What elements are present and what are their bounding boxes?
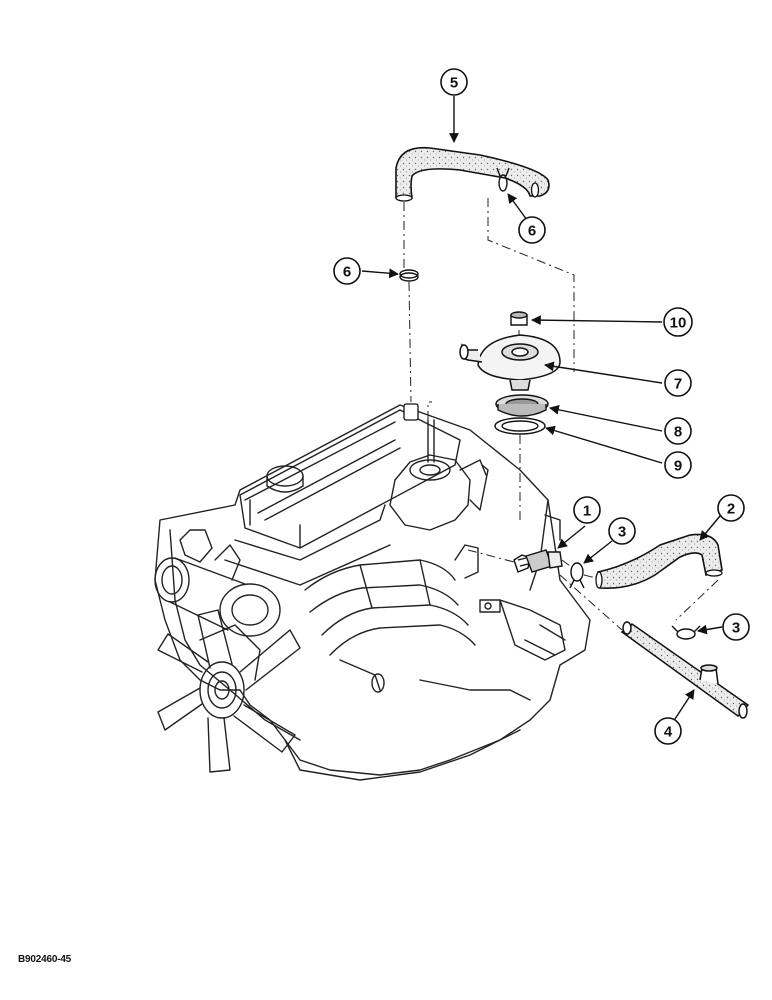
- leader-1: [557, 525, 586, 549]
- callout-3-fitting: 3: [608, 517, 636, 545]
- leader-3-tube: [697, 624, 723, 635]
- fan-blade: [197, 609, 233, 669]
- callout-1: 1: [573, 496, 601, 524]
- oil-filler-cap: [266, 465, 304, 487]
- callout-6-lower: 6: [333, 257, 361, 285]
- leader-6-lower: [361, 268, 399, 279]
- gasket: [494, 417, 546, 435]
- alternator-pulley: [219, 583, 281, 637]
- assembly-lines: [403, 198, 719, 631]
- hose-clamp-lower: [399, 269, 419, 282]
- leader-9: [545, 425, 663, 464]
- leader-lines: [361, 96, 723, 723]
- callout-9: 9: [664, 451, 692, 479]
- fan-blade: [233, 704, 296, 753]
- bypass-hose-upper: [395, 146, 550, 199]
- leader-8: [549, 404, 663, 432]
- callout-7: 7: [664, 369, 692, 397]
- leader-6-upper: [507, 193, 528, 221]
- callout-10: 10: [663, 307, 693, 337]
- callout-3-tube: 3: [722, 613, 750, 641]
- callout-3-fitting-label: 3: [618, 524, 626, 541]
- thermostat: [495, 394, 549, 417]
- thermostat-cover: [459, 334, 561, 391]
- fan-blade: [207, 717, 231, 773]
- hose-fitting: [513, 549, 563, 573]
- callout-9-label: 9: [674, 458, 682, 475]
- lower-hose-stub: [403, 403, 419, 421]
- leader-3-fitting: [583, 540, 613, 564]
- callout-5-label: 5: [450, 75, 458, 92]
- callout-5: 5: [440, 68, 468, 96]
- water-tube: [620, 621, 750, 719]
- callout-10-label: 10: [670, 315, 687, 332]
- fan-blade: [157, 633, 209, 673]
- figure-id: B902460-45: [18, 954, 72, 965]
- leader-2: [699, 515, 721, 541]
- callout-6-lower-label: 6: [343, 264, 351, 281]
- nut: [510, 311, 528, 326]
- fan-blade: [239, 629, 301, 691]
- fan-blade: [157, 687, 203, 731]
- hose-clamp-upper: [496, 167, 510, 192]
- callout-4: 4: [654, 717, 682, 745]
- callout-2-label: 2: [727, 501, 735, 518]
- callout-8: 8: [664, 417, 692, 445]
- fan-hub: [199, 661, 245, 719]
- leader-7: [544, 361, 663, 384]
- hose-clamp-fitting: [569, 562, 585, 589]
- callout-7-label: 7: [674, 376, 682, 393]
- callout-6-upper-label: 6: [528, 223, 536, 240]
- callout-4-label: 4: [664, 724, 673, 741]
- leader-10: [531, 315, 663, 326]
- thermostat-housing-on-engine: [389, 454, 471, 531]
- hose-clamp-tube: [671, 625, 701, 640]
- engine-block: [154, 404, 591, 781]
- callout-1-label: 1: [583, 503, 591, 520]
- callout-3-tube-label: 3: [732, 620, 740, 637]
- crank-pulley: [154, 557, 190, 603]
- callout-6-upper: 6: [518, 216, 546, 244]
- callout-2: 2: [717, 494, 745, 522]
- leader-4: [672, 689, 695, 723]
- callout-8-label: 8: [674, 424, 682, 441]
